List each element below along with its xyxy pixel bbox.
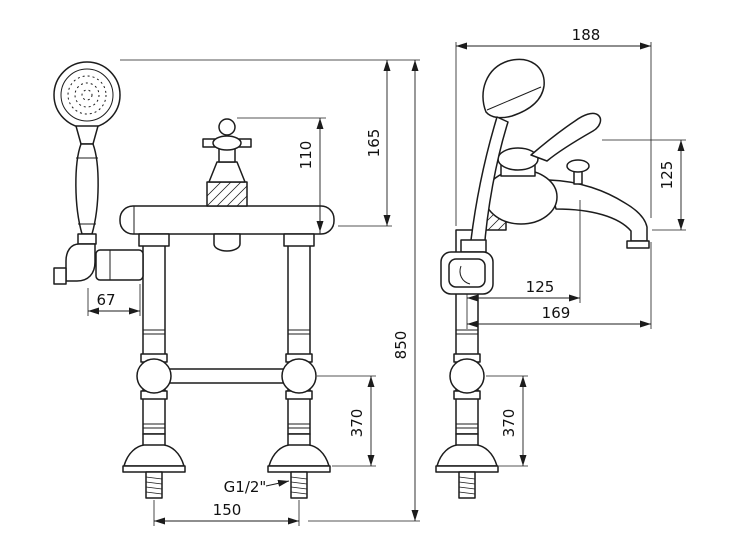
pipe-ring-lines — [456, 329, 478, 429]
valve-skirt — [208, 161, 246, 183]
hose-elbow — [65, 243, 96, 282]
shower-neck — [75, 125, 99, 145]
thread-lines — [458, 476, 476, 495]
dim-label-150: 150 — [213, 501, 242, 519]
center-outlet — [213, 233, 241, 252]
dim-label-67: 67 — [96, 291, 115, 309]
handle-finial-ball — [218, 118, 236, 136]
valve-hatch-lines — [206, 181, 248, 207]
shower-nozzle-ring — [81, 89, 93, 101]
left-riser-pipe — [142, 231, 166, 435]
dim-label-169: 169 — [542, 304, 571, 322]
cartridge-dome — [497, 147, 539, 171]
lever-handle — [530, 112, 602, 162]
shower-face-rim — [60, 68, 114, 122]
decorative-ball — [136, 358, 172, 394]
thread-size-label: G1/2" — [224, 478, 267, 496]
flange-base — [267, 465, 331, 473]
side-view — [435, 58, 650, 499]
shower-bracket-inner — [448, 258, 486, 288]
front-view — [53, 61, 335, 499]
cross-brace — [153, 368, 300, 384]
dim-label-110: 110 — [297, 141, 315, 170]
riser-union-nut — [138, 233, 170, 247]
floor-flange — [123, 444, 185, 467]
hose-nut — [460, 239, 487, 253]
shower-face-line — [486, 86, 542, 111]
pipe-ring-lines — [143, 329, 310, 429]
dim-label-125-reach: 125 — [526, 278, 555, 296]
dim-label-370-front: 370 — [348, 409, 366, 438]
mixer-bar — [119, 205, 335, 235]
thread-leader-line — [265, 479, 290, 487]
dim-label-188: 188 — [572, 26, 601, 44]
hand-shower-head-side — [482, 58, 545, 119]
floor-flange — [268, 444, 330, 467]
shower-nozzle-ring — [67, 75, 107, 115]
thread-lines — [290, 476, 308, 495]
dim-label-165: 165 — [365, 129, 383, 158]
dimension-annotations: 188 165 110 125 850 370 370 125 169 150 … — [87, 26, 686, 526]
tub-spout — [548, 179, 648, 242]
thread-lines — [145, 476, 163, 495]
dim-label-850: 850 — [392, 331, 410, 360]
shower-nozzle-ring — [74, 82, 100, 108]
hand-shower-head — [53, 61, 121, 129]
dim-label-370-side: 370 — [500, 409, 518, 438]
shower-handle-lines — [76, 157, 98, 225]
decorative-ball — [449, 358, 485, 394]
flange-collar — [287, 433, 311, 447]
floor-flange — [436, 444, 498, 467]
decorative-ball — [281, 358, 317, 394]
flange-base — [122, 465, 186, 473]
flange-collar — [142, 433, 166, 447]
dim-label-125-height: 125 — [658, 161, 676, 190]
right-riser-pipe — [287, 231, 311, 435]
faucet-body — [484, 169, 558, 225]
hose-nut — [77, 233, 97, 245]
bracket-hook-detail — [459, 265, 471, 285]
spout-aerator — [626, 240, 650, 249]
riser-union-nut — [283, 233, 315, 247]
flange-collar — [455, 433, 479, 447]
cross-handle-disc — [212, 135, 242, 151]
flange-base — [435, 465, 499, 473]
hose-outlet-nut — [53, 267, 67, 285]
shower-cradle-bracket — [95, 249, 144, 281]
diverter-knob — [566, 159, 590, 173]
